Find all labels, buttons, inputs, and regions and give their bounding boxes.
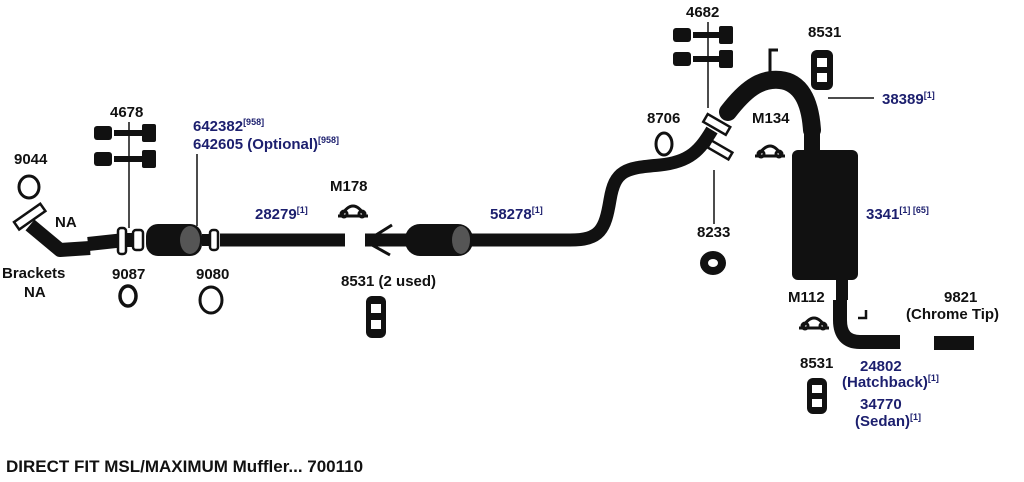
label-8531-two-used: 8531 (2 used) — [341, 273, 437, 290]
clamp-m112 — [799, 316, 829, 331]
label-sedan: (Sedan)[1] — [855, 412, 922, 431]
ref-3341: [1] [65] — [899, 205, 929, 215]
label-24802: 24802 — [860, 358, 902, 375]
label-4682: 4682 — [686, 4, 720, 21]
label-brackets-na: NA — [24, 284, 46, 301]
part-number-642382: 642382 — [193, 118, 244, 135]
label-m178: M178 — [330, 178, 368, 195]
bolt-kit-4678 — [94, 124, 156, 168]
front-flange — [12, 201, 91, 257]
label-brackets: Brackets — [2, 265, 66, 282]
footer-note: DIRECT FIT MSL/MAXIMUM Muffler... 700110 — [6, 457, 364, 476]
hanger-8531-bottom — [807, 378, 827, 414]
gasket-8706 — [654, 131, 674, 157]
label-9080: 9080 — [196, 266, 230, 283]
clamp-m134 — [755, 144, 785, 159]
part-number-38389: 38389 — [882, 91, 924, 108]
label-28279: 28279[1] — [255, 205, 308, 224]
gasket-9044 — [17, 174, 41, 200]
gasket-9087 — [118, 284, 138, 308]
label-642382: 642382[958] — [193, 117, 265, 136]
variant-hatchback: (Hatchback) — [842, 374, 928, 391]
part-number-58278: 58278 — [490, 206, 532, 223]
label-hatchback: (Hatchback)[1] — [842, 373, 939, 392]
label-38389: 38389[1] — [882, 90, 935, 109]
ref-642605: [958] — [318, 135, 340, 145]
leader-lines — [128, 22, 874, 228]
label-642605: 642605 (Optional)[958] — [193, 135, 340, 154]
resonator-pipe-58278 — [365, 126, 718, 256]
label-8531-bottom: 8531 — [800, 355, 834, 372]
gasket-9087-ring — [116, 226, 128, 256]
over-axle-pipe — [719, 70, 821, 139]
ref-642382: [958] — [243, 117, 265, 127]
label-m112: M112 — [788, 289, 825, 306]
label-4678: 4678 — [110, 104, 144, 121]
ref-58278: [1] — [531, 205, 543, 215]
part-number-3341: 3341 — [866, 206, 900, 223]
hanger-8531-top — [811, 50, 833, 90]
label-9044: 9044 — [14, 151, 48, 168]
label-58278: 58278[1] — [490, 205, 543, 224]
part-number-28279: 28279 — [255, 206, 297, 223]
label-na: NA — [55, 214, 77, 231]
tail-pipe — [833, 300, 900, 349]
label-9087: 9087 — [112, 266, 146, 283]
gasket-9080 — [198, 285, 224, 315]
hanger-8531-mid — [366, 296, 386, 338]
label-8531-top: 8531 — [808, 24, 842, 41]
donut-gasket-8233 — [700, 251, 726, 275]
hanger-hook — [768, 48, 778, 72]
ref-38389: [1] — [923, 90, 935, 100]
label-3341: 3341[1] [65] — [866, 205, 929, 224]
label-34770: 34770 — [860, 396, 902, 413]
label-m134: M134 — [752, 110, 790, 127]
part-number-642605: 642605 (Optional) — [193, 136, 319, 153]
tail-pipe-hook — [858, 310, 868, 320]
ref-hatchback: [1] — [927, 373, 939, 383]
clamp-m178 — [338, 204, 368, 219]
variant-sedan: (Sedan) — [855, 413, 911, 430]
muffler-3341 — [792, 128, 858, 300]
label-chrome-tip: (Chrome Tip) — [906, 306, 1000, 323]
chrome-tip-9821 — [934, 336, 974, 350]
label-8706: 8706 — [647, 110, 681, 127]
bolt-kit-4682 — [673, 26, 733, 68]
label-9821: 9821 — [944, 289, 978, 306]
catalytic-converter — [146, 224, 220, 256]
flange-gaskets — [701, 112, 735, 162]
label-8233: 8233 — [697, 224, 731, 241]
ref-28279: [1] — [296, 205, 308, 215]
ref-sedan: [1] — [910, 412, 922, 422]
